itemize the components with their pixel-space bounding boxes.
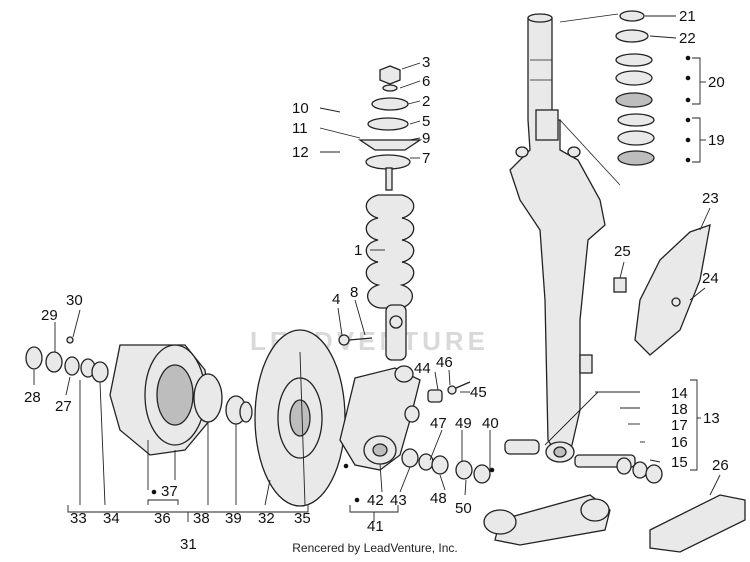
link-cover [649,494,746,553]
callout-37: 37 [161,483,178,500]
callout-11: 11 [292,120,308,137]
steering-column [509,13,606,463]
mudguard [634,224,711,356]
callout-25: 25 [614,243,631,260]
brake-disc [254,329,346,507]
callout-42: 42 [367,492,384,509]
callout-16: 16 [671,434,688,451]
link-arm [483,439,663,546]
callout-29: 29 [41,307,58,324]
bullet-dots [151,55,691,503]
callout-46: 46 [436,354,453,371]
callout-18: 18 [671,401,688,418]
callout-23: 23 [702,190,719,207]
clip [613,277,627,293]
callout-39: 39 [225,510,242,527]
callout-28: 28 [24,389,41,406]
callout-12: 12 [292,144,309,161]
callout-41: 41 [367,518,384,535]
callout-30: 30 [66,292,83,309]
credit-text: Rencered by LeadVenture, Inc. [292,541,458,555]
callout-27: 27 [55,398,72,415]
callout-24: 24 [702,270,719,287]
callout-47: 47 [430,415,447,432]
callout-15: 15 [671,454,688,471]
callout-20: 20 [708,74,725,91]
callout-26: 26 [712,457,729,474]
callout-19: 19 [708,132,725,149]
callout-35: 35 [294,510,311,527]
callout-8: 8 [350,284,358,301]
callout-50: 50 [455,500,472,517]
headset-stack [559,10,655,186]
callout-43: 43 [390,492,407,509]
callout-17: 17 [671,417,688,434]
callout-48: 48 [430,490,447,507]
callout-38: 38 [193,510,210,527]
callout-40: 40 [482,415,499,432]
callout-6: 6 [422,73,430,90]
callout-13: 13 [703,410,720,427]
callout-labels: 3 6 2 5 9 7 10 11 12 1 4 8 21 22 20 19 2… [24,8,729,553]
callout-3: 3 [422,54,430,71]
callout-4: 4 [332,291,340,308]
callout-33: 33 [70,510,87,527]
callout-5: 5 [422,113,430,130]
callout-31: 31 [180,536,197,553]
callout-7: 7 [422,150,430,167]
leader-lines [33,15,721,522]
callout-1: 1 [354,242,362,259]
callout-21: 21 [679,8,696,25]
callout-44: 44 [414,360,431,377]
fork-leg [339,365,491,484]
wheel-hub [25,336,253,456]
callout-49: 49 [455,415,472,432]
callout-45: 45 [470,384,487,401]
callout-14: 14 [671,385,688,402]
callout-32: 32 [258,510,275,527]
callout-2: 2 [422,93,430,110]
callout-22: 22 [679,30,696,47]
callout-36: 36 [154,510,171,527]
callout-10: 10 [292,100,309,117]
callout-34: 34 [103,510,120,527]
shock-absorber [302,65,423,361]
callout-9: 9 [422,130,430,147]
